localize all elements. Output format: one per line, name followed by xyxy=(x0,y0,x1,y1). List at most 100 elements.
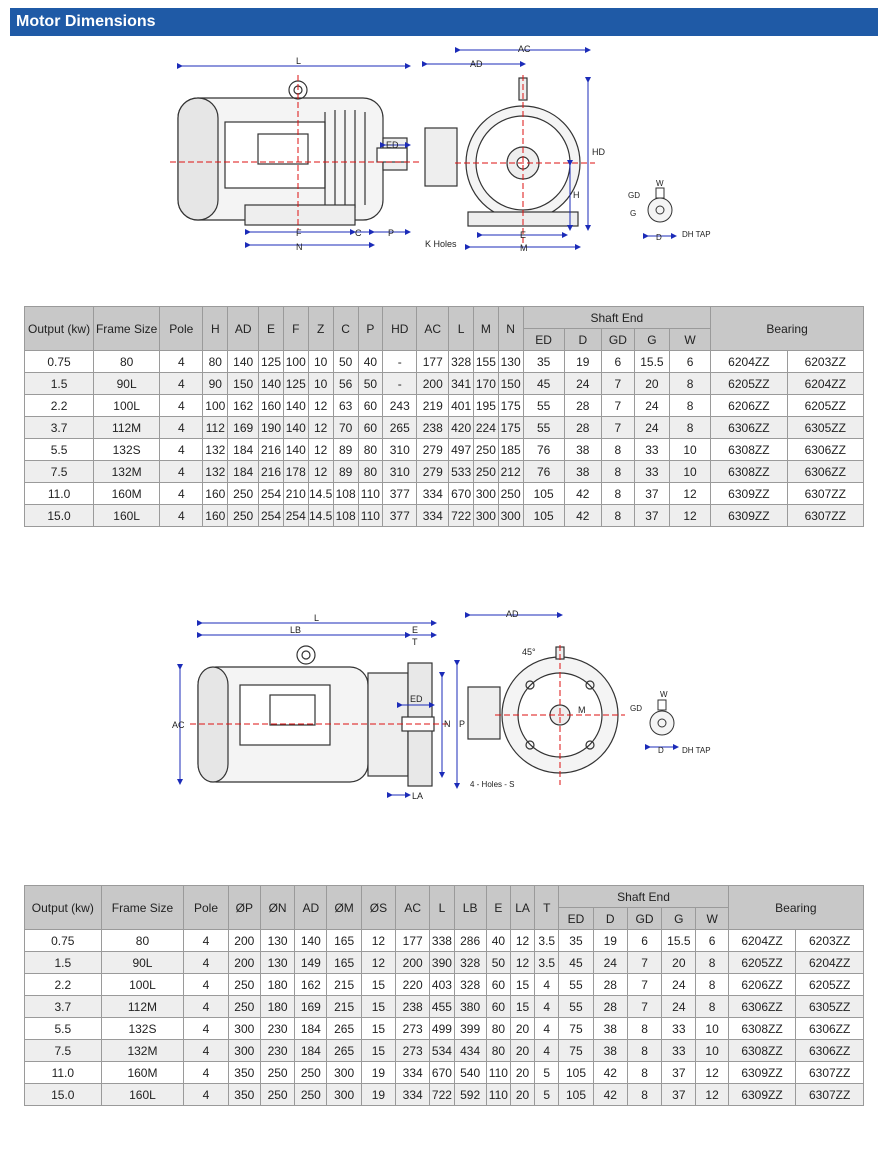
table-cell: 310 xyxy=(382,438,418,461)
dim-dh: DH TAP xyxy=(682,230,711,239)
table-cell: 19 xyxy=(592,929,628,952)
table-cell: 38 xyxy=(592,1017,628,1040)
dim-h: H xyxy=(573,190,580,200)
table-cell: 6205ZZ xyxy=(786,394,865,417)
table-cell: 10 xyxy=(668,460,712,483)
shaft-end-subheader: W xyxy=(695,907,729,930)
table-cell: 210 xyxy=(282,482,309,505)
table-cell: 265 xyxy=(382,416,418,439)
table-cell: 89 xyxy=(332,460,359,483)
table-cell: 273 xyxy=(395,1039,431,1062)
table-cell: 42 xyxy=(592,1083,628,1106)
table-cell: 6305ZZ xyxy=(786,416,865,439)
table-cell: 250 xyxy=(227,482,260,505)
table-cell: 328 xyxy=(453,973,487,996)
table-cell: 334 xyxy=(416,504,450,527)
table-cell: 279 xyxy=(416,460,450,483)
column-header: AC xyxy=(395,885,431,930)
table-cell: 4 xyxy=(183,973,229,996)
table-cell: 1.5 xyxy=(23,372,95,395)
dim-ac: AC xyxy=(518,44,531,54)
dim2-holes: 4 - Holes - S xyxy=(470,780,514,789)
table-cell: 33 xyxy=(633,460,670,483)
table-cell: 184 xyxy=(227,460,260,483)
table-cell: 80 xyxy=(357,460,384,483)
table-cell: 300 xyxy=(227,1039,261,1062)
table-cell: 50 xyxy=(485,951,511,974)
table-cell: 7.5 xyxy=(23,460,95,483)
table-cell: 6309ZZ xyxy=(727,1083,797,1106)
table-cell: 170 xyxy=(473,372,499,395)
table-cell: 455 xyxy=(429,995,455,1018)
table-cell: 178 xyxy=(282,460,309,483)
table-cell: 56 xyxy=(332,372,359,395)
table-cell: 15.0 xyxy=(23,504,95,527)
table-cell: 40 xyxy=(485,929,511,952)
table-cell: 8 xyxy=(626,1061,663,1084)
table-cell: 4 xyxy=(183,929,229,952)
table-cell: 7 xyxy=(626,951,663,974)
table-cell: 7 xyxy=(626,973,663,996)
table-cell: 169 xyxy=(294,995,328,1018)
table-cell: 8 xyxy=(668,372,712,395)
column-header: Output (kw) xyxy=(24,885,102,930)
table-cell: 420 xyxy=(448,416,474,439)
table-cell: 37 xyxy=(661,1061,697,1084)
table-cell: 50 xyxy=(357,372,384,395)
table-cell: 4 xyxy=(159,350,204,373)
table-cell: 132 xyxy=(202,460,229,483)
table-cell: 250 xyxy=(227,973,261,996)
table-cell: 175 xyxy=(497,394,524,417)
table-cell: 112M xyxy=(93,416,161,439)
table-cell: 110 xyxy=(485,1083,511,1106)
column-header: T xyxy=(534,885,560,930)
table-cell: 12 xyxy=(360,929,397,952)
table-cell: 24 xyxy=(563,372,602,395)
table-cell: 125 xyxy=(282,372,309,395)
page-title: Motor Dimensions xyxy=(10,8,878,36)
shaft-end-subheader: D xyxy=(592,907,628,930)
column-header: P xyxy=(357,306,384,351)
column-header: Pole xyxy=(183,885,229,930)
table-cell: 4 xyxy=(183,1061,229,1084)
table-cell: 125 xyxy=(258,350,284,373)
table-cell: 4 xyxy=(534,1039,560,1062)
table-cell: 60 xyxy=(485,973,511,996)
table-cell: 63 xyxy=(332,394,359,417)
table-cell: 55 xyxy=(522,394,565,417)
column-header: Z xyxy=(307,306,334,351)
table-cell: 2.2 xyxy=(23,394,95,417)
table-cell: 8 xyxy=(600,438,635,461)
table-cell: 20 xyxy=(633,372,670,395)
table-cell: 28 xyxy=(592,973,628,996)
table-cell: 8 xyxy=(626,1083,663,1106)
table-cell: 540 xyxy=(453,1061,487,1084)
table-cell: 45 xyxy=(558,951,594,974)
table-cell: 80 xyxy=(93,350,161,373)
table-cell: 80 xyxy=(485,1017,511,1040)
table-cell: 6206ZZ xyxy=(727,973,797,996)
table-cell: 132S xyxy=(100,1017,185,1040)
table-cell: 8 xyxy=(626,1039,663,1062)
dim-ed: ED xyxy=(386,140,399,150)
table-cell: 24 xyxy=(661,973,697,996)
table-cell: 250 xyxy=(227,995,261,1018)
table-cell: 12 xyxy=(360,951,397,974)
table-cell: 190 xyxy=(258,416,284,439)
table-cell: 12 xyxy=(307,394,334,417)
table-cell: 4 xyxy=(159,416,204,439)
table-cell: 0.75 xyxy=(23,350,95,373)
table-cell: 4 xyxy=(183,951,229,974)
column-header: Frame Size xyxy=(93,306,161,351)
table-cell: 37 xyxy=(633,504,670,527)
bearing-header: Bearing xyxy=(727,885,865,930)
table-cell: 286 xyxy=(453,929,487,952)
table-cell: 10 xyxy=(307,372,334,395)
table-cell: 6205ZZ xyxy=(795,973,864,996)
table-cell: 90L xyxy=(100,951,185,974)
column-header: AD xyxy=(294,885,328,930)
